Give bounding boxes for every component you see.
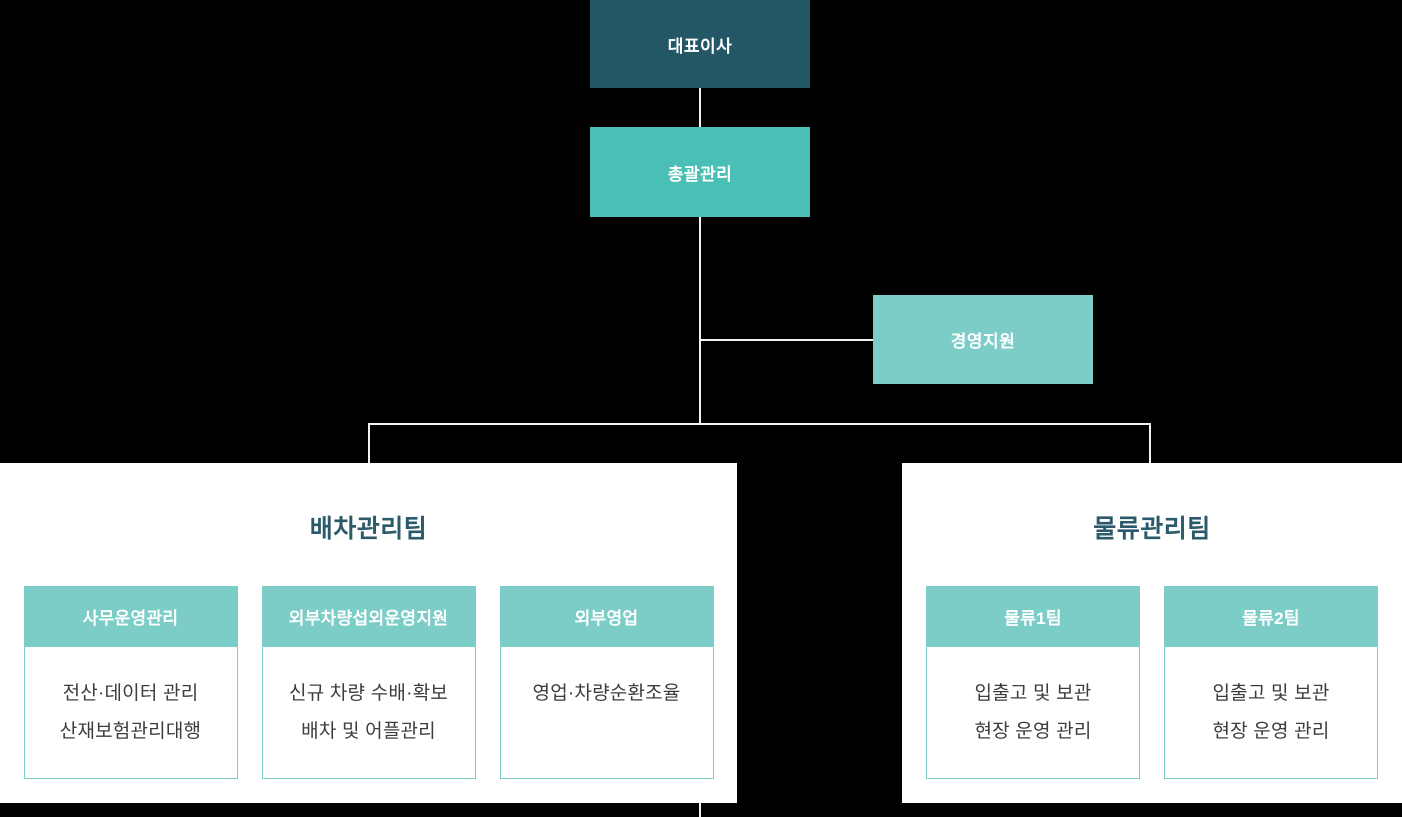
general-management-box: 총괄관리 [590,127,810,217]
general-management-label: 총괄관리 [667,164,733,184]
duty-item: 배차 및 어플관리 [301,721,436,742]
duty-item: 입출고 및 보관 [1212,683,1330,704]
dept-body-office-operations: 전산·데이터 관리 산재보험관리대행 [23,647,238,779]
duty-item: 현장 운영 관리 [974,721,1092,742]
connector-branch-support [700,339,873,341]
duty-item: 신규 차량 수배·확보 [289,683,448,704]
dept-header-external-vehicle-support: 외부차량섭외운영지원 [261,586,476,647]
dept-row-dispatch: 사무운영관리 전산·데이터 관리 산재보험관리대행 외부차량섭외운영지원 신규 … [0,586,737,779]
panel-title-dispatch: 배차관리팀 [309,515,428,543]
panel-title-logistics: 물류관리팀 [1093,515,1211,543]
panel-logistics-team: 물류관리팀 물류1팀 입출고 및 보관 현장 운영 관리 물류2팀 입출고 및 … [902,463,1402,803]
dept-header-logistics-team-1: 물류1팀 [926,586,1140,647]
connector-stub-right-team [1149,423,1151,463]
dept-body-external-sales: 영업·차량순환조율 [499,647,714,779]
dept-logistics-team-2: 물류2팀 입출고 및 보관 현장 운영 관리 [1164,586,1378,779]
dept-header-logistics-team-2: 물류2팀 [1164,586,1378,647]
dept-body-logistics-team-2: 입출고 및 보관 현장 운영 관리 [1164,647,1378,779]
duty-item: 입출고 및 보관 [974,683,1092,704]
connector-gm-down [699,217,701,425]
panel-dispatch-team: 배차관리팀 사무운영관리 전산·데이터 관리 산재보험관리대행 외부차량섭외운영… [0,463,737,803]
dept-row-logistics: 물류1팀 입출고 및 보관 현장 운영 관리 물류2팀 입출고 및 보관 현장 … [902,586,1402,779]
connector-horizontal-bar [368,423,1151,425]
duty-item: 영업·차량순환조율 [532,683,681,704]
dept-external-vehicle-support: 외부차량섭외운영지원 신규 차량 수배·확보 배차 및 어플관리 [261,586,476,779]
duty-item: 현장 운영 관리 [1212,721,1330,742]
connector-bottom-continuation [699,803,701,817]
dept-body-logistics-team-1: 입출고 및 보관 현장 운영 관리 [926,647,1140,779]
dept-logistics-team-1: 물류1팀 입출고 및 보관 현장 운영 관리 [926,586,1140,779]
ceo-box: 대표이사 [590,0,810,88]
duty-item: 산재보험관리대행 [59,721,202,742]
management-support-box: 경영지원 [873,295,1093,384]
connector-ceo-to-gm [699,88,701,127]
dept-office-operations: 사무운영관리 전산·데이터 관리 산재보험관리대행 [23,586,238,779]
dept-header-external-sales: 외부영업 [499,586,714,647]
dept-external-sales: 외부영업 영업·차량순환조율 [499,586,714,779]
duty-item: 전산·데이터 관리 [62,683,199,704]
ceo-label: 대표이사 [667,36,733,56]
connector-stub-left-team [368,423,370,463]
dept-body-external-vehicle-support: 신규 차량 수배·확보 배차 및 어플관리 [261,647,476,779]
management-support-label: 경영지원 [950,332,1016,351]
dept-header-office-operations: 사무운영관리 [23,586,238,647]
